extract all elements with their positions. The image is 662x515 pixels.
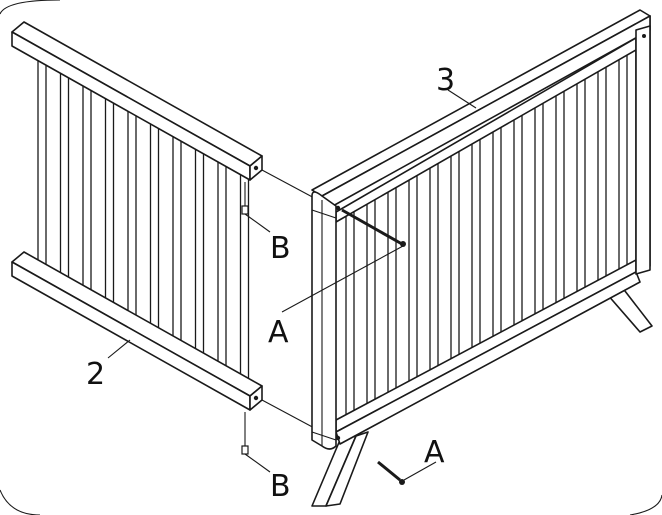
panel-3-slat xyxy=(471,138,481,355)
panel-3-left-leg-side xyxy=(325,431,369,507)
panel-2-top-rail-hole xyxy=(253,165,259,171)
panel-3-right-post xyxy=(635,25,651,275)
frame-border-arc-bottom-right xyxy=(629,494,662,515)
panel-3-slats xyxy=(345,53,628,422)
leader-part-3 xyxy=(447,89,477,109)
panel-2-slat xyxy=(37,51,47,286)
panel-3-inner-bottom-rail xyxy=(335,259,637,433)
panel-3-left-post-cap xyxy=(311,209,337,219)
panel-3-slat xyxy=(387,187,397,399)
panel-3-slat xyxy=(513,114,523,332)
panel-3-right-hole xyxy=(642,34,646,38)
label-fastener-b-lower: B xyxy=(270,469,291,504)
panel-2-slat xyxy=(59,64,70,298)
panel-3-slat xyxy=(345,211,355,422)
panel-3-bottom-rail-front xyxy=(335,271,641,445)
panel-3-slat xyxy=(429,162,439,377)
frame-border-arc-bottom xyxy=(0,489,41,515)
panel-3-slat xyxy=(534,101,544,321)
panel-3-top-hole xyxy=(335,205,341,211)
panel-2-slat xyxy=(172,127,182,362)
panel-2-top-rail-top xyxy=(11,21,263,167)
label-fastener-b-upper: B xyxy=(270,231,291,266)
panel-2-slat xyxy=(104,89,115,324)
panel-3-slat xyxy=(450,150,460,366)
leader-part-2 xyxy=(107,339,131,359)
panel-2-slat xyxy=(127,102,137,336)
panel-2-slat xyxy=(82,77,92,311)
label-fastener-a-lower: A xyxy=(424,435,445,470)
panel-2 xyxy=(11,21,263,411)
panel-3-slat xyxy=(408,175,418,388)
panel-3-slat xyxy=(366,199,376,411)
panel-3-left-post xyxy=(311,191,337,450)
alignment-line-top xyxy=(261,169,319,201)
alignment-line-bottom xyxy=(261,399,319,431)
panel-3-left-post-foot xyxy=(311,431,337,441)
panel-3-slat xyxy=(597,65,607,287)
panel-3-bottom-hole xyxy=(335,435,341,441)
panel-3-slat xyxy=(618,53,628,276)
panel-2-bottom-rail-hole xyxy=(253,395,259,401)
panel-3-inner-top-rail xyxy=(335,37,637,223)
panel-2-slat xyxy=(217,153,227,387)
panel-3-bottom-edge xyxy=(339,281,641,445)
panel-3 xyxy=(311,9,653,507)
panel-2-slat xyxy=(149,115,160,349)
panel-2-slat xyxy=(194,140,205,374)
panel-3-slat xyxy=(576,77,586,299)
fastener-a-lower xyxy=(377,460,437,485)
label-fastener-a-upper: A xyxy=(268,315,289,350)
panel-3-slat xyxy=(492,126,502,343)
fastener-a-upper xyxy=(281,208,406,313)
panel-3-slat xyxy=(555,89,565,310)
frame-border-arc xyxy=(0,0,61,15)
fastener-b-lower xyxy=(241,445,271,473)
label-part-2: 2 xyxy=(86,357,105,392)
label-part-3: 3 xyxy=(436,63,455,98)
